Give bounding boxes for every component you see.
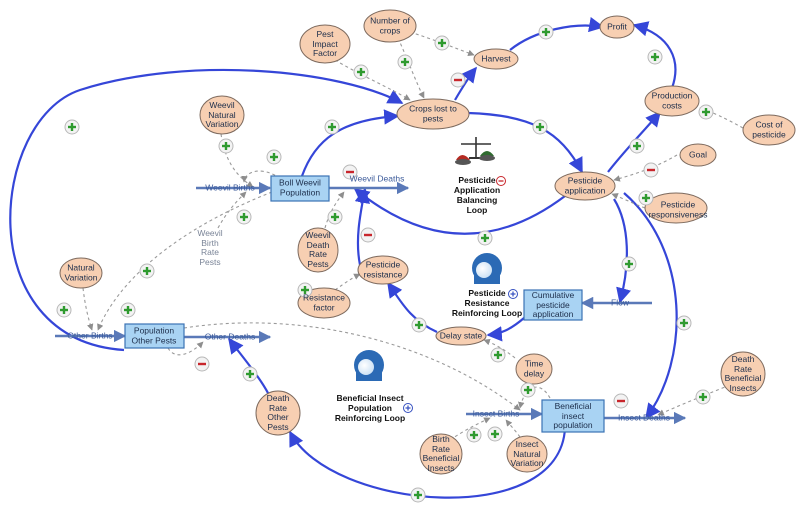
variable-nodes [59,9,796,475]
node-weevil-natural-variation [199,95,245,135]
link-death-rate-to-weevil-deaths [324,191,345,229]
link-resistance-factor-to-resistance [334,273,361,291]
node-pesticide-responsiveness [644,192,708,224]
plus-sign-icon [266,149,282,165]
stock-nodes [124,175,605,433]
plus-sign-icon [487,426,503,442]
link-beneficial-to-death-rate-other [289,427,567,499]
plus-sign-icon [638,190,654,206]
stock-beneficial-insect [541,399,605,433]
minus-sign-icon [342,164,358,180]
link-crops-lost-to-pesticide-application [467,111,583,174]
plus-sign-icon [397,54,413,70]
plus-sign-icon [139,263,155,279]
link-birth-rate-to-births [217,191,247,229]
loop-polarity-minus-icon [496,176,506,186]
node-birth-rate-beneficial [419,433,463,475]
link-harvest-to-profit [509,16,605,51]
plus-sign-icon [56,302,72,318]
plus-sign-icon [242,366,258,382]
node-pesticide-resistance [357,255,409,285]
balance-scale-icon [455,137,495,165]
node-death-rate-other-pests [255,390,301,436]
link-other-pests-to-other-deaths [167,341,204,356]
plus-sign-icon [120,302,136,318]
node-cost-of-pesticide [742,114,796,146]
plus-sign-icon [695,389,711,405]
flow-pipes [55,181,687,425]
plus-sign-icon [466,427,482,443]
plus-sign-icon [490,347,506,363]
plus-sign-icon [676,315,692,331]
stock-boll-weevil [270,175,330,202]
plus-sign-icon [64,119,80,135]
minus-sign-icon [450,72,466,88]
plus-sign-icon [520,382,536,398]
plus-sign-icon [621,256,637,272]
minus-sign-icon [194,356,210,372]
stock-cumulative-pesticide [523,289,583,321]
link-pest-impact-to-crops-lost [334,59,411,101]
link-production-costs-to-profit [632,21,677,89]
link-death-rate-beneficial-to-insect-deaths [657,384,731,416]
plus-sign-icon [297,282,313,298]
node-number-of-crops [363,9,417,43]
loop-polarity-plus-icon [403,289,518,413]
plus-sign-icon [324,119,340,135]
node-resistance-factor [297,287,351,319]
plus-sign-icon [327,209,343,225]
node-time-delay [515,353,553,385]
node-production-costs [644,85,700,117]
link-natural-variation-to-other-births [82,287,94,331]
link-insect-variation-to-births [505,419,521,438]
minus-sign-icon [643,162,659,178]
link-resistance-to-weevil-deaths [354,187,370,266]
plus-sign-icon [353,64,369,80]
minus-sign-icon [613,393,629,409]
plus-sign-icon [434,35,450,51]
node-delay-state [435,326,487,346]
plus-sign-icon [647,49,663,65]
link-other-pests-to-crops-lost [9,68,404,352]
node-profit [599,15,635,39]
snowball-icon [472,253,502,284]
plus-sign-icon [410,487,426,503]
plus-sign-icon [629,138,645,154]
node-crops-lost [396,98,470,130]
link-pesticide-to-insect-deaths [623,192,678,420]
link-time-delay-to-delay [483,338,516,359]
stock-other-pests [124,323,185,349]
link-pesticide-to-weevil-deaths [353,188,566,235]
node-harvest [473,48,519,70]
link-delay-to-resistance [387,281,438,334]
plus-sign-icon [477,230,493,246]
node-pesticide-application [554,171,616,201]
plus-sign-icon [236,209,252,225]
plus-sign-icon [411,317,427,333]
node-pest-impact-factor [299,24,351,64]
node-death-rate-beneficial [720,351,766,397]
plus-sign-icon [538,24,554,40]
link-pesticide-to-flow [613,198,632,304]
strong-links [9,16,678,499]
polarity-markers [56,24,714,503]
plus-sign-icon [218,138,234,154]
node-goal [679,143,717,167]
link-cumulative-to-delay [486,317,525,342]
link-responsiveness-to-pesticide [611,193,646,209]
minus-sign-icon [360,227,376,243]
link-crops-lost-to-harvest [454,66,477,101]
snowball-icon-2 [354,350,384,381]
plus-sign-icon [532,119,548,135]
node-natural-variation [59,257,103,289]
node-weevil-death-rate [297,227,339,273]
link-crops-to-crops-lost [397,37,425,99]
plus-sign-icon [698,104,714,120]
weak-links [82,31,744,441]
node-insect-natural-variation [506,435,548,473]
